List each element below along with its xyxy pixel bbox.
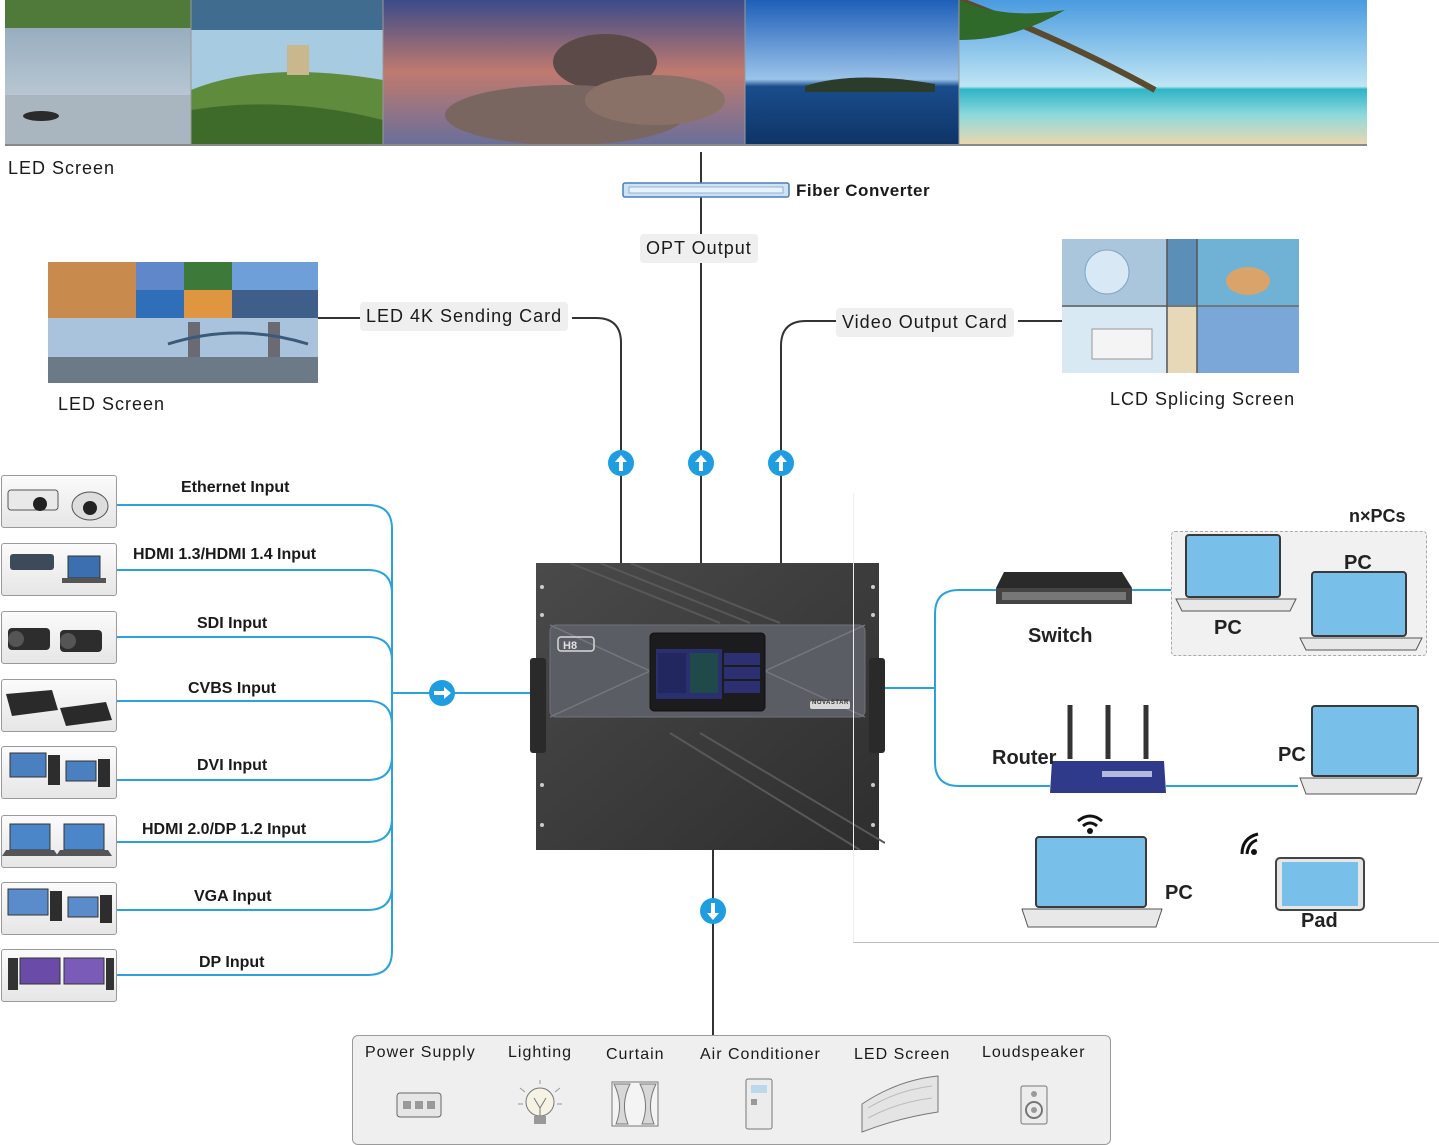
lcd-splicing-label: LCD Splicing Screen [1110,389,1296,409]
pc-label: PC [1165,882,1193,904]
control-label: Power Supply [365,1044,476,1061]
tablet-icon [1274,856,1366,912]
router-icon [1048,703,1168,799]
loudspeaker-icon [1019,1084,1049,1126]
pc-label: PC [1214,617,1242,639]
laptop-icon [1174,533,1298,615]
lcd-splicing-screen [1062,239,1299,373]
power-strip-icon [395,1087,443,1121]
desktop-pc-icon [1,746,117,799]
led-screen-left-label: LED Screen [58,394,166,414]
converter-box-icon [1,679,117,732]
pc-label: PC [1344,552,1372,574]
control-label: Lighting [508,1044,573,1061]
fiber-converter-icon [621,178,791,200]
input-bus [116,504,530,976]
input-label: HDMI 2.0/DP 1.2 Input [142,821,307,838]
light-bulb-icon [516,1078,564,1132]
led-screen-left [48,262,318,383]
laptop-icon [1,815,117,868]
curved-led-screen-icon [858,1074,944,1136]
video-output-line [780,320,1062,565]
router-label: Router [992,747,1057,769]
control-label: LED Screen [854,1046,951,1063]
device-brand: NOVASTAR [812,700,849,706]
pad-label: Pad [1301,910,1338,932]
input-label: DP Input [199,954,265,971]
wireless-signal-icon [1238,830,1262,856]
input-label: VGA Input [194,888,272,905]
ip-camera-icon [1,475,117,528]
landscape-image [5,0,1367,144]
npcs-label: n×PCs [1349,506,1406,526]
video-processor-device [530,563,885,850]
sending-card-line [318,317,622,565]
opt-output-label: OPT Output [640,234,758,263]
control-label: Loudspeaker [982,1044,1086,1061]
air-conditioner-icon [744,1077,774,1131]
input-label: Ethernet Input [181,479,290,496]
network-panel [853,493,1439,943]
up-arrow-icon [768,450,794,476]
switch-label: Switch [1028,625,1093,647]
network-lines [884,589,1298,787]
fiber-converter-label: Fiber Converter [796,181,931,200]
curtain-icon [610,1080,660,1128]
wifi-icon [1076,811,1104,835]
pc-label: PC [1278,744,1306,766]
up-arrow-icon [608,450,634,476]
desktop-pc-icon [1,882,117,935]
device-badge: H8 [563,640,578,652]
camcorder-icon [1,611,117,664]
down-arrow-icon [700,898,726,924]
input-label: SDI Input [197,615,268,632]
input-label: HDMI 1.3/HDMI 1.4 Input [133,546,317,563]
switch-icon [994,568,1134,610]
control-label: Curtain [606,1046,665,1063]
desktop-monitor-icon [1,949,117,1002]
laptop-icon [1298,570,1424,654]
led-screen-top [5,0,1367,146]
control-label: Air Conditioner [700,1046,821,1063]
right-arrow-icon [429,680,455,706]
input-label: CVBS Input [188,680,276,697]
video-output-card-label: Video Output Card [836,308,1014,337]
projector-laptop-icon [1,543,117,596]
laptop-icon [1020,835,1164,930]
laptop-icon [1298,704,1424,798]
led-screen-top-label: LED Screen [8,158,116,178]
control-panel [352,1035,1111,1145]
input-label: DVI Input [197,757,268,774]
up-arrow-icon [688,450,714,476]
led-sending-card-label: LED 4K Sending Card [360,302,569,331]
